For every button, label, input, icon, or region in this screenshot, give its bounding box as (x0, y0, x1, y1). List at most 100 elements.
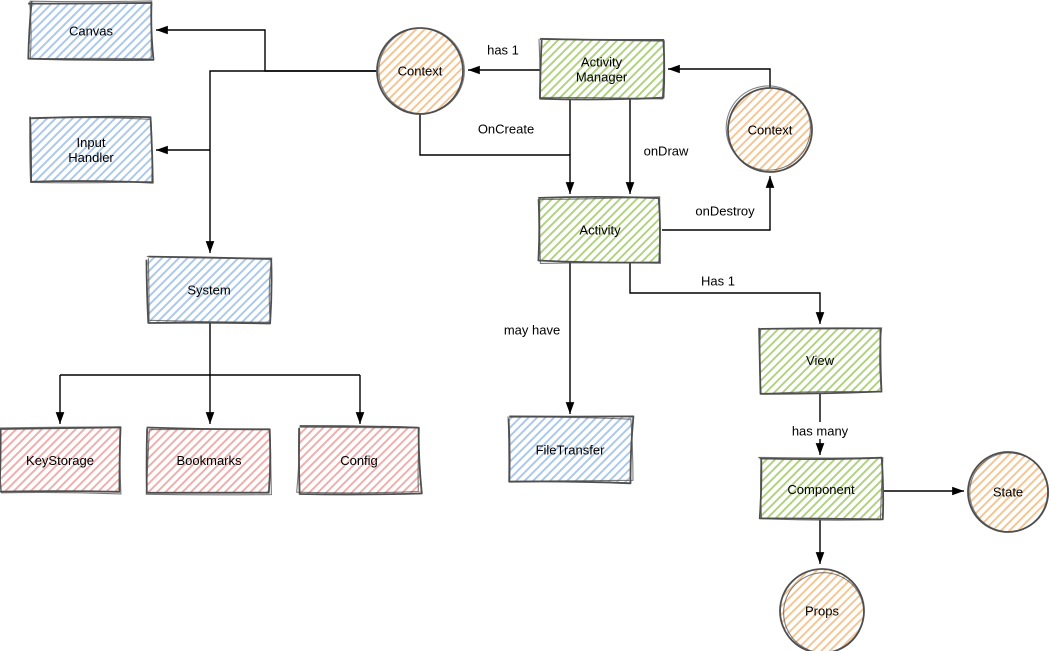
filetransfer-label: FileTransfer (536, 443, 606, 458)
edge-ondestroy-line (662, 176, 775, 231)
edge-context-to-system[interactable] (205, 70, 377, 253)
node-config[interactable]: Config (296, 425, 423, 496)
keystorage-label-line: KeyStorage (26, 453, 94, 468)
edge-oncreate[interactable]: OnCreate (419, 114, 575, 194)
input-handler-label-line: Input (77, 135, 106, 150)
activity-shape-overdraw (539, 196, 662, 264)
system-label-line: System (187, 283, 230, 298)
context-right-shape (727, 87, 813, 173)
state-label: State (993, 485, 1023, 500)
edge-label-bg (688, 202, 762, 219)
filetransfer-shape-overdraw (507, 416, 634, 482)
node-canvas[interactable]: Canvas (27, 0, 155, 61)
system-label: System (187, 283, 230, 298)
node-context-left[interactable]: Context (376, 27, 465, 115)
edge-label-bg (481, 41, 525, 58)
filetransfer-shape (507, 415, 635, 485)
edge-manager-has1-context-label: has 1 (487, 43, 519, 58)
canvas-shape-overdraw (29, 0, 153, 60)
keystorage-shape (0, 426, 122, 493)
context-right-label: Context (748, 123, 793, 138)
edge-ondestroy[interactable]: onDestroy (662, 176, 775, 231)
edge-layer: has 1 OnCreate onDraw onDestroy may have Has … (55, 25, 964, 564)
edge-oncreate-label: OnCreate (478, 122, 534, 137)
edge-has1-to-view[interactable]: Has 1 (629, 262, 825, 324)
canvas-shape (27, 1, 155, 61)
edge-label-bg (787, 422, 853, 439)
edge-has-many-label: has many (792, 424, 849, 439)
edge-oncreate-line (419, 114, 575, 194)
props-label-line: Props (805, 604, 839, 619)
edge-label-bg (499, 321, 565, 338)
activity-shape (537, 195, 661, 264)
context-left-shape-overdraw (378, 27, 465, 115)
view-shape-overdraw (758, 327, 883, 395)
edge-has1-to-view-line (629, 262, 825, 324)
keystorage-label: KeyStorage (26, 453, 94, 468)
config-shape-overdraw (296, 426, 420, 494)
node-activity[interactable]: Activity (537, 195, 662, 264)
config-label-line: Config (340, 453, 378, 468)
input-handler-label-line: Handler (68, 150, 114, 165)
node-state[interactable]: State (967, 451, 1050, 533)
bookmarks-label: Bookmarks (176, 453, 242, 468)
node-keystorage[interactable]: KeyStorage (0, 426, 122, 495)
edge-ondraw[interactable]: onDraw (625, 99, 692, 194)
edge-label-bg (473, 120, 539, 137)
context-right-label-line: Context (748, 123, 793, 138)
node-filetransfer[interactable]: FileTransfer (507, 415, 635, 485)
node-props[interactable]: Props (779, 568, 865, 651)
edge-may-have-label: may have (504, 323, 560, 338)
component-label-line: Component (787, 482, 855, 497)
node-view[interactable]: View (758, 327, 883, 395)
config-shape (298, 425, 423, 496)
input-handler-shape (29, 115, 154, 184)
keystorage-shape-overdraw (0, 426, 122, 495)
state-shape-overdraw (969, 452, 1050, 533)
activity-label-line: Activity (579, 223, 621, 238)
edge-context-to-system-line (205, 70, 377, 253)
edge-ondestroy-label: onDestroy (695, 204, 755, 219)
node-context-right[interactable]: Context (725, 85, 813, 173)
context-left-label-line: Context (398, 64, 443, 79)
state-label-line: State (993, 485, 1023, 500)
edge-has-many[interactable]: has many (787, 393, 853, 455)
edge-contextr-to-manager[interactable] (668, 64, 771, 88)
component-shape-overdraw (758, 456, 884, 521)
node-bookmarks[interactable]: Bookmarks (145, 426, 272, 496)
filetransfer-label-line: FileTransfer (536, 443, 606, 458)
component-shape (758, 456, 885, 521)
view-label: View (806, 353, 835, 368)
config-label: Config (340, 453, 378, 468)
edge-manager-has1-context[interactable]: has 1 (468, 41, 540, 75)
node-component[interactable]: Component (758, 456, 885, 521)
context-left-label: Context (398, 64, 443, 79)
activity-manager-label-line: Activity (581, 55, 623, 70)
edge-may-have[interactable]: may have (499, 262, 575, 414)
props-shape-overdraw (783, 572, 865, 651)
view-label-line: View (806, 353, 835, 368)
canvas-label-line: Canvas (69, 24, 114, 39)
edge-contextr-to-manager-line (668, 64, 771, 88)
props-label: Props (805, 604, 839, 619)
edge-ondraw-label: onDraw (644, 144, 689, 159)
activity-label: Activity (579, 223, 621, 238)
edge-label-bg (640, 142, 692, 159)
system-shape-overdraw (146, 255, 273, 323)
context-right-shape-overdraw (725, 85, 811, 171)
edge-has1-to-view-label: Has 1 (701, 274, 735, 289)
bookmarks-label-line: Bookmarks (176, 453, 242, 468)
node-system[interactable]: System (145, 255, 273, 325)
component-label: Component (787, 482, 855, 497)
input-handler-shape-overdraw (29, 117, 153, 184)
activity-manager-label-line: Manager (576, 70, 628, 85)
edge-label-bg (696, 272, 740, 289)
canvas-label: Canvas (69, 24, 114, 39)
bookmarks-shape-overdraw (145, 428, 272, 496)
